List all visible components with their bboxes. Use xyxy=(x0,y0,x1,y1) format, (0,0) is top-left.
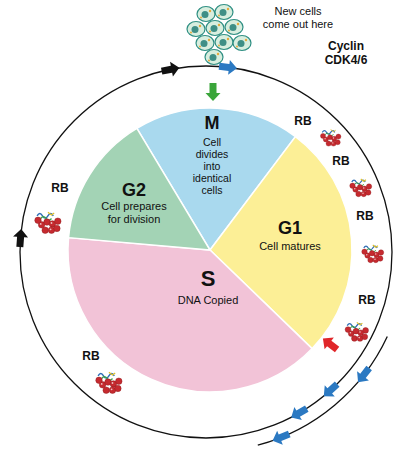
phase-name: G1 xyxy=(270,218,310,239)
rb-protein-icon xyxy=(96,372,122,393)
cell-icon xyxy=(197,7,215,22)
cycle-arrow xyxy=(160,60,181,78)
cycle-arrow xyxy=(287,402,310,424)
cell-icon xyxy=(206,21,224,36)
phase-sector: S DNA Copied xyxy=(66,235,315,394)
rb-label: RB xyxy=(78,350,104,364)
protein-name: Cyclin CDK4/6 xyxy=(319,40,373,68)
phase-name: G2 xyxy=(114,180,154,201)
exit-arrow xyxy=(352,363,375,386)
cell-icon xyxy=(233,36,251,51)
phase-name: M xyxy=(192,113,232,134)
cell-icon xyxy=(225,20,243,35)
phase-sector: G2Cell prepares for division xyxy=(66,126,212,252)
division-arrow xyxy=(206,83,221,101)
sector-outline xyxy=(66,235,315,394)
phase-description: Cell divides into identical cells xyxy=(187,136,237,196)
rb-label: RB xyxy=(354,294,380,308)
sector-shape xyxy=(69,128,210,250)
rb-protein-icon xyxy=(350,179,372,197)
phase-name: S xyxy=(188,266,228,291)
rb-label: RB xyxy=(328,155,354,169)
cycle-arrow xyxy=(12,228,28,247)
cycle-ring xyxy=(20,66,392,438)
cell-icon xyxy=(205,50,223,65)
rb-label: RB xyxy=(290,115,316,129)
cell-icon xyxy=(215,35,233,50)
phase-description: Cell matures xyxy=(250,240,330,253)
phase-description: Cell prepares for division xyxy=(94,200,174,225)
rb-label: RB xyxy=(352,210,378,224)
sector-shape xyxy=(68,238,312,392)
rb-protein-icon xyxy=(35,212,61,233)
phase-description: DNA Copied xyxy=(163,294,253,307)
annotation-text: New cells come out here xyxy=(261,5,335,30)
exit-arrow xyxy=(270,427,292,448)
new-cells-cluster xyxy=(187,5,251,65)
rb-protein-icon xyxy=(362,245,384,263)
cell-icon xyxy=(187,22,205,37)
cycle-arrow xyxy=(319,379,342,402)
rb-protein-icon xyxy=(345,322,368,341)
cell-icon xyxy=(215,5,233,20)
rb-proteins xyxy=(35,130,384,394)
cell-icon xyxy=(196,36,214,51)
rb-protein-icon xyxy=(320,130,340,147)
cycle-arrow xyxy=(218,59,238,76)
rb-label: RB xyxy=(47,182,73,196)
